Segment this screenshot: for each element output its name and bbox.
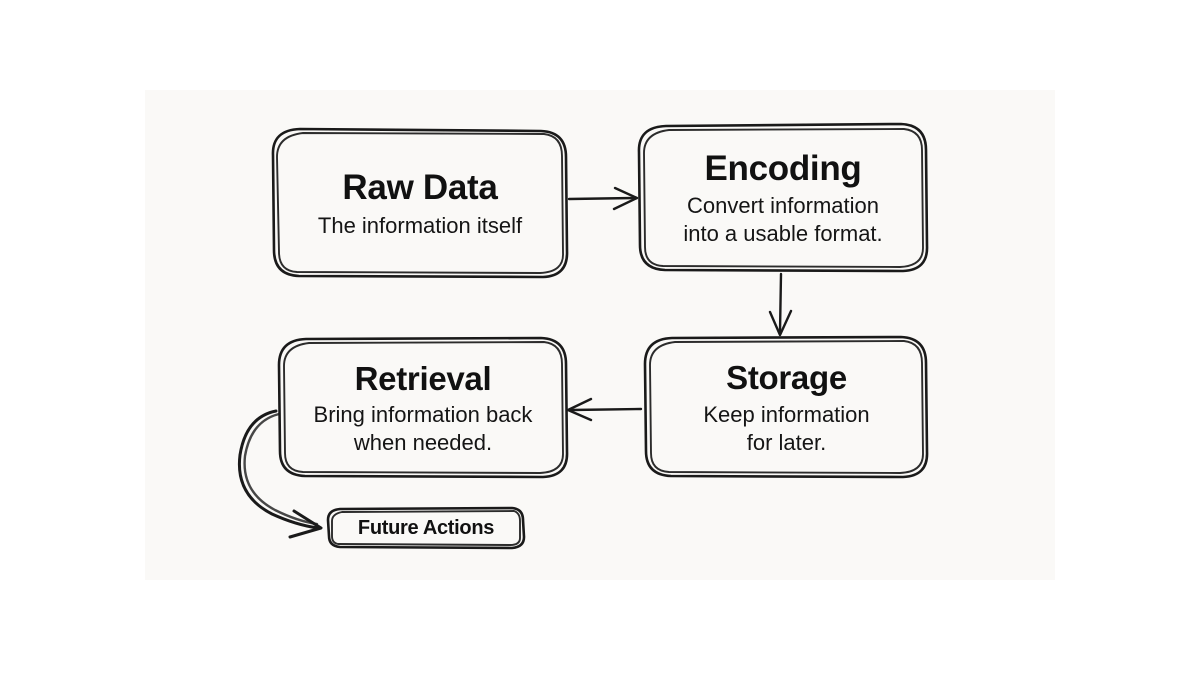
node-storage-shape[interactable] (643, 335, 929, 479)
diagram-canvas-panel (145, 90, 1055, 580)
node-encoding-shape[interactable] (637, 122, 929, 273)
node-retrieval-shape[interactable] (277, 336, 569, 479)
node-raw-data-shape[interactable] (271, 127, 569, 279)
node-future-actions-shape[interactable] (326, 506, 526, 550)
edge-retrieval-to-future-actions (237, 409, 323, 539)
edge-encoding-to-storage (768, 272, 793, 337)
edge-storage-to-retrieval (566, 397, 643, 422)
edge-raw-data-to-encoding (567, 186, 639, 211)
